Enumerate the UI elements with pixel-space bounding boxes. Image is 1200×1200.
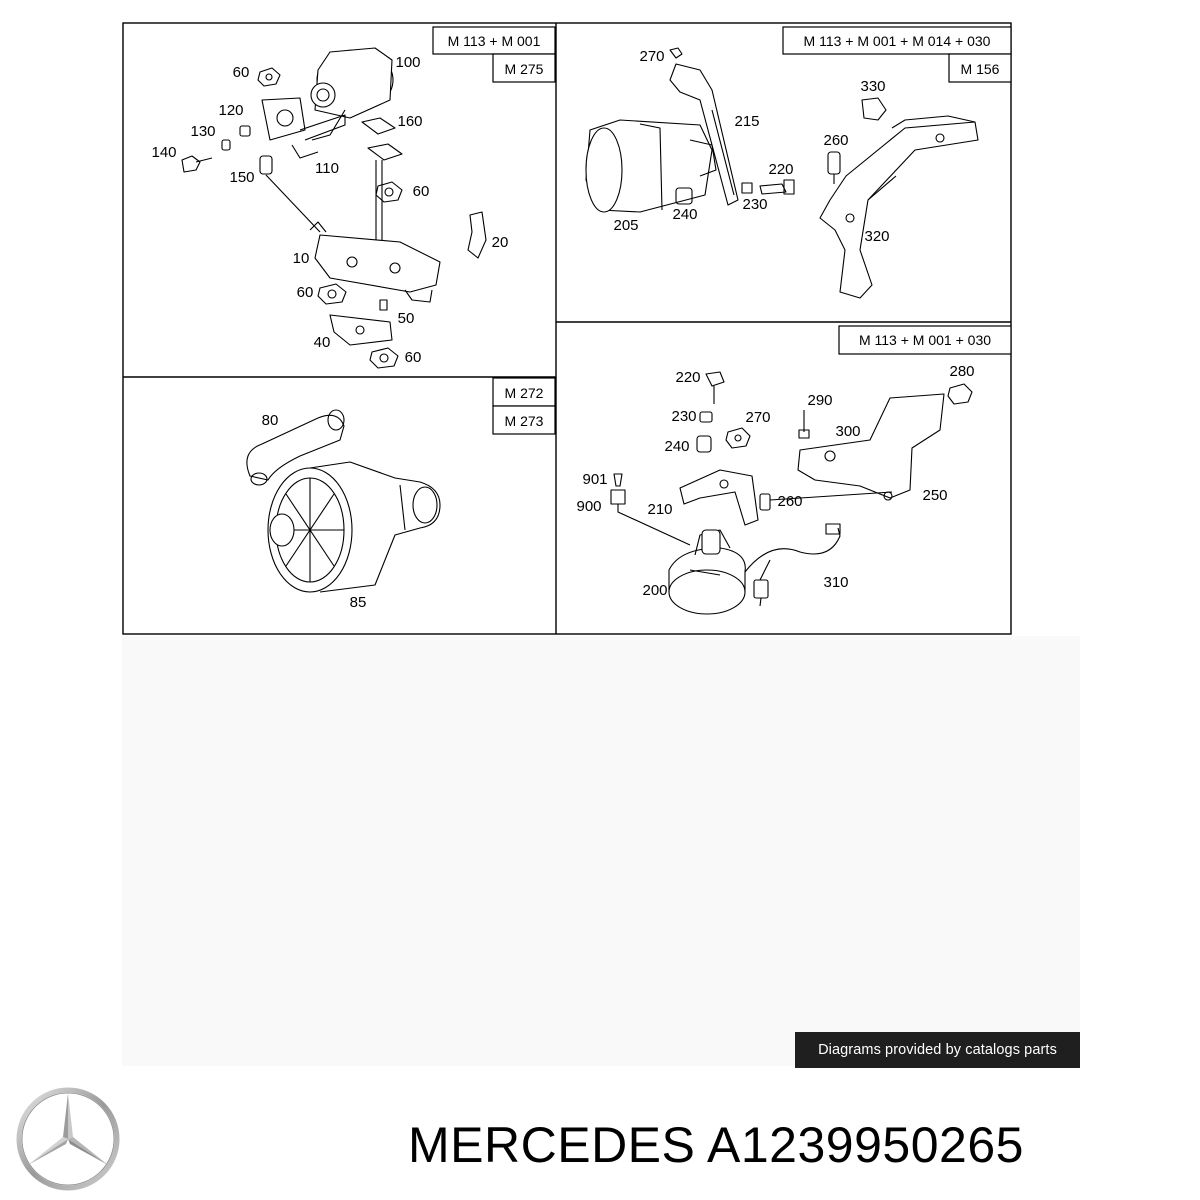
callout-group: 220 280 290 230 270 300 240 901 900 210 … — [576, 363, 974, 599]
header-label: M 275 — [505, 61, 544, 77]
callout-label: 120 — [218, 102, 243, 119]
callout-label: 280 — [949, 363, 974, 380]
callout-label: 260 — [823, 132, 848, 149]
pump-wiring-drawing — [610, 371, 973, 615]
callout-label: 300 — [835, 423, 860, 440]
callout-label: 60 — [297, 284, 314, 301]
callout-label: 130 — [190, 123, 215, 140]
callout-label: 330 — [860, 78, 885, 95]
callout-label: 220 — [675, 369, 700, 386]
callout-label: 210 — [647, 501, 672, 518]
diagram-credit-banner: Diagrams provided by catalogs parts — [795, 1032, 1080, 1068]
header-label: M 272 — [505, 385, 544, 401]
callout-label: 220 — [768, 161, 793, 178]
callout-label: 200 — [642, 582, 667, 599]
callout-label: 60 — [233, 64, 250, 81]
header-label: M 273 — [505, 413, 544, 429]
callout-label: 140 — [151, 144, 176, 161]
callout-label: 160 — [397, 113, 422, 130]
callout-label: 60 — [405, 349, 422, 366]
header-label: M 113 + M 001 + 030 — [859, 332, 991, 348]
header-label: M 113 + M 001 — [448, 33, 541, 49]
callout-label: 901 — [582, 471, 607, 488]
header-label: M 113 + M 001 + M 014 + 030 — [804, 33, 991, 49]
callout-label: 260 — [777, 493, 802, 510]
callout-label: 270 — [745, 409, 770, 426]
brand-part-title: MERCEDES A1239950265 — [408, 1117, 1024, 1173]
callout-label: 230 — [671, 408, 696, 425]
callout-label: 85 — [350, 594, 367, 611]
callout-label: 310 — [823, 574, 848, 591]
callout-label: 320 — [864, 228, 889, 245]
parts-diagram: M 113 + M 001 M 275 M 113 + M 001 + M 01… — [122, 22, 1012, 635]
callout-label: 240 — [672, 206, 697, 223]
callout-label: 40 — [314, 334, 331, 351]
callout-group: 100 60 120 130 140 150 160 110 60 20 10 … — [151, 54, 508, 366]
callout-label: 10 — [293, 250, 310, 267]
callout-group: 80 85 — [262, 412, 367, 611]
callout-label: 80 — [262, 412, 279, 429]
callout-label: 50 — [398, 310, 415, 327]
empty-area — [122, 636, 1080, 1066]
callout-label: 150 — [229, 169, 254, 186]
callout-label: 60 — [413, 183, 430, 200]
header-label: M 156 — [961, 61, 1000, 77]
callout-label: 270 — [639, 48, 664, 65]
callout-label: 230 — [742, 196, 767, 213]
callout-label: 290 — [807, 392, 832, 409]
callout-group: 270 215 330 260 220 240 230 205 320 — [613, 48, 889, 245]
mercedes-star-icon — [16, 1087, 120, 1191]
callout-label: 240 — [664, 438, 689, 455]
air-pump-bracket-drawing — [585, 47, 979, 299]
air-pump-hose-drawing — [246, 409, 441, 593]
callout-label: 100 — [395, 54, 420, 71]
callout-label: 20 — [492, 234, 509, 251]
callout-label: 250 — [922, 487, 947, 504]
air-pump-assembly-drawing — [181, 47, 487, 369]
callout-label: 110 — [315, 160, 339, 177]
callout-label: 900 — [576, 498, 601, 515]
callout-label: 205 — [613, 217, 638, 234]
callout-label: 215 — [734, 113, 759, 130]
